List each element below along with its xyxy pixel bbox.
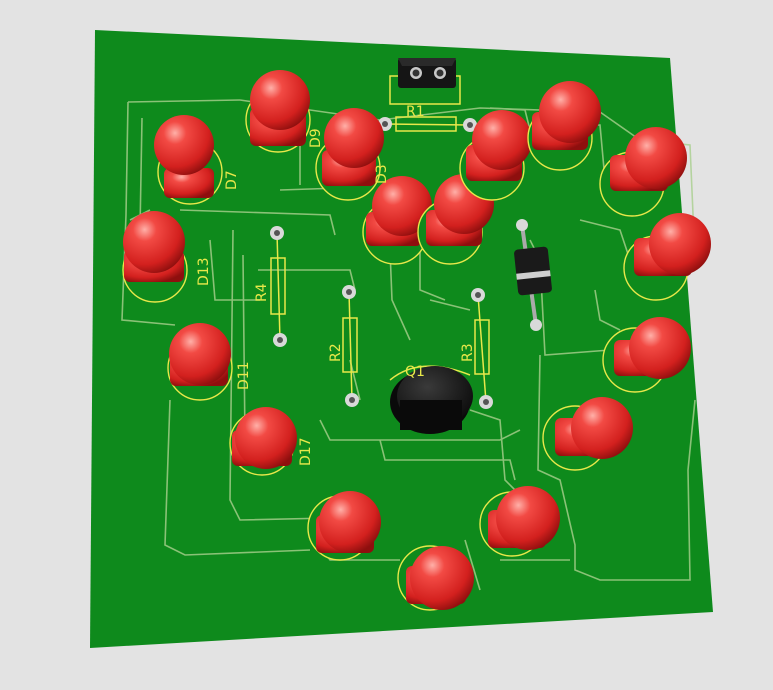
led [167,323,233,401]
label-d9: D9 [308,128,324,148]
led-array [122,70,711,611]
diode [514,219,552,331]
led [229,407,297,476]
label-d13: D13 [196,257,212,286]
circuit-board [90,30,713,648]
label-d17: D17 [298,437,314,466]
led [459,110,532,201]
led [623,213,711,301]
label-q1: Q1 [405,364,425,380]
led [154,115,223,205]
resistor-r2 [342,285,359,407]
led [527,81,601,171]
led [602,317,691,393]
led [122,211,188,303]
label-r3: R3 [460,343,476,362]
led [245,70,311,153]
led [479,486,560,557]
led [599,127,687,217]
resistor-r4 [270,226,287,347]
label-d3: D3 [374,164,390,184]
label-d11: D11 [236,361,252,390]
led [362,176,432,265]
label-r4: R4 [254,283,270,302]
label-r1: R1 [406,104,425,120]
resistor-r3 [471,288,493,409]
led [307,491,381,561]
led [397,545,474,611]
pin-header [389,58,461,105]
led [542,397,633,471]
transistor-q1 [389,365,473,434]
label-r2: R2 [328,343,344,362]
led [315,108,384,201]
label-d7: D7 [224,170,240,190]
